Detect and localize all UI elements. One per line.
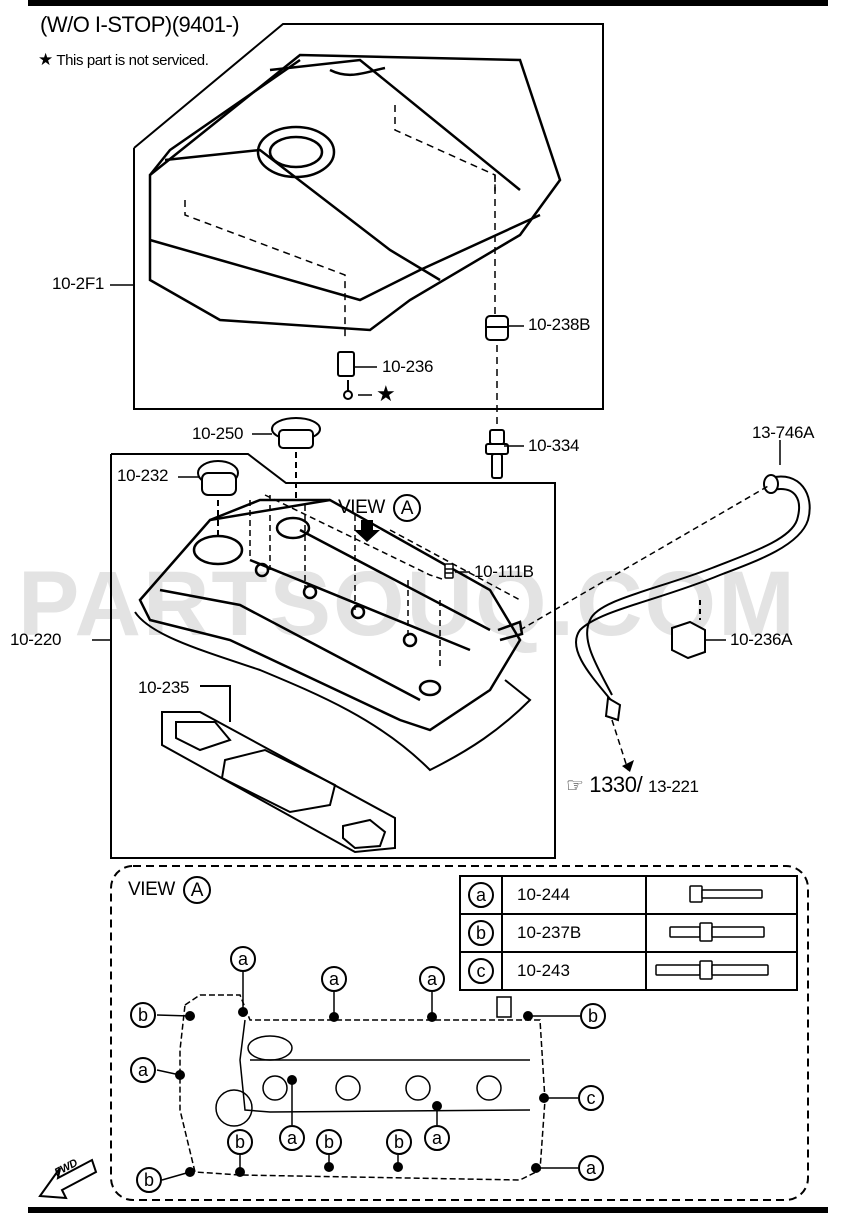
view-a-heading-letter: A [182,876,211,904]
callout-bolt: b [130,1002,156,1028]
label-10-334[interactable]: 10-334 [528,436,580,455]
head-cover-box [110,453,556,859]
table-row: b 10-237B [459,913,798,953]
bolt-part-a[interactable]: 10-244 [501,875,647,915]
label-leaders [92,284,781,641]
bracket-10-236 [337,351,355,400]
callout-bolt: a [321,966,347,992]
label-10-236[interactable]: 10-236 [382,357,434,376]
gasket-10-235 [161,685,396,854]
bolt-table: a 10-244 b 10-237B c 10-243 [459,875,798,991]
label-10-232[interactable]: 10-232 [117,466,169,485]
callout-bolt: b [136,1167,162,1193]
diagram-title: (W/O I-STOP)(9401-) [40,12,240,37]
view-a-box [110,865,809,1201]
bolt-10-111b [444,563,454,579]
grommet-10-238b [485,315,509,341]
bolt-key-c: c [468,958,494,984]
label-10-235[interactable]: 10-235 [138,678,190,697]
view-a-pointer-text: VIEW [338,497,385,519]
bolt-icon-cell-b [645,913,798,953]
hose-connection-line [519,484,771,631]
ventilation-hose [574,474,811,722]
table-row: c 10-243 [459,951,798,991]
reference-sub: 13-221 [648,777,699,796]
bolt-icon-cell-a [645,875,798,915]
reference-separator: / [636,772,643,797]
callout-bolt: a [130,1057,156,1083]
bolt-part-c[interactable]: 10-243 [501,951,647,991]
bolt-icon-cell-c [645,951,798,991]
engine-cover-hidden-lines [184,105,498,430]
label-10-2f1[interactable]: 10-2F1 [52,274,105,293]
view-a-heading-text: VIEW [128,879,175,901]
callout-bolt: a [424,1125,450,1151]
watermark-text: PARTSOUQ.COM [18,553,797,655]
view-a-leaders [156,972,580,1181]
cylinder-head-cover [138,498,524,732]
label-10-236a[interactable]: 10-236A [730,630,793,649]
reference-main: 1330 [589,772,637,797]
bolt-key-b: b [468,920,494,946]
label-13-746a[interactable]: 13-746A [752,423,815,442]
cap-10-232 [197,460,239,540]
not-serviced-star-icon: ★ [376,381,396,406]
head-cover-gasket [134,611,532,772]
engine-cover-box [133,23,604,410]
callout-bolt: b [316,1129,342,1155]
table-row: a 10-244 [459,875,798,915]
star-icon: ★ [38,50,53,69]
fwd-arrow-icon [38,1158,98,1200]
view-a-pointer: VIEW A [338,494,421,522]
not-serviced-note: ★ This part is not serviced. [38,50,209,70]
bolt-key-a: a [468,882,494,908]
bolt-part-b[interactable]: 10-237B [501,913,647,953]
label-10-250[interactable]: 10-250 [192,424,244,443]
label-10-238b[interactable]: 10-238B [528,315,591,334]
callout-bolt: c [578,1085,604,1111]
pointing-hand-icon: ☞ [566,775,584,797]
bottom-rule [28,1207,828,1213]
view-a-heading: VIEW A [128,876,211,904]
label-10-111b[interactable]: 10-111B [474,562,534,581]
callout-bolt: a [578,1155,604,1181]
oil-cap-10-250 [271,417,321,500]
callout-bolt: a [419,966,445,992]
hose-arrow [622,760,634,772]
reference-link[interactable]: ☞ 1330/ 13-221 [566,772,699,798]
view-arrow [354,520,380,542]
top-rule [28,0,828,6]
callout-bolt: a [279,1125,305,1151]
callout-bolt: b [227,1129,253,1155]
engine-cover [148,53,562,332]
view-a-pointer-letter: A [392,494,421,522]
callout-bolt: b [580,1003,606,1029]
callout-bolt: b [386,1129,412,1155]
not-serviced-text: This part is not serviced. [56,52,209,69]
label-10-220[interactable]: 10-220 [10,630,62,649]
pcv-valve-10-334 [485,429,509,479]
callout-bolt: a [230,946,256,972]
clip-10-236a [671,600,706,660]
hose-leader [611,719,629,771]
